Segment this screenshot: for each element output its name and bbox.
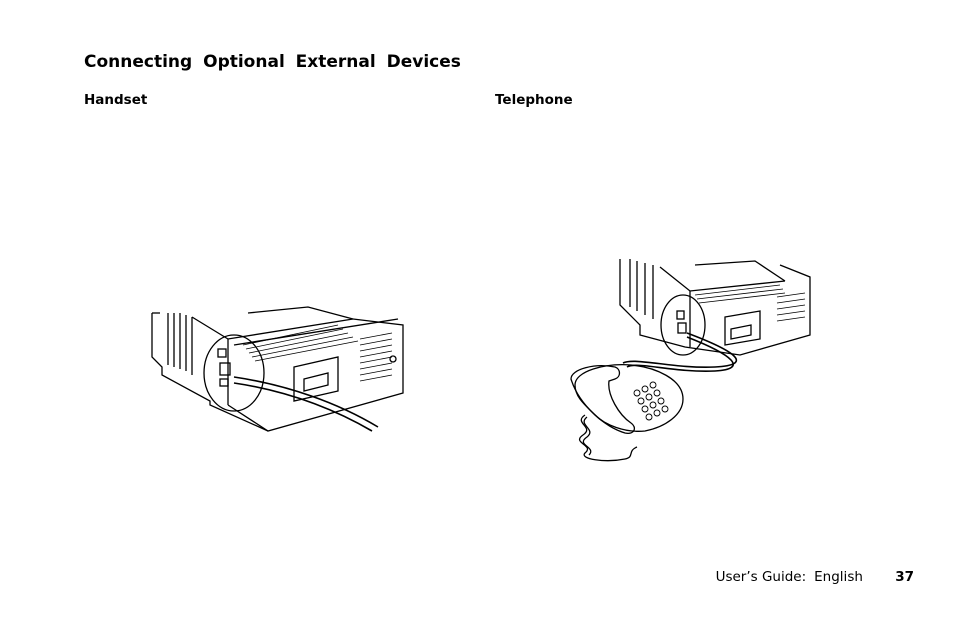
section-heading-telephone: Telephone xyxy=(495,92,573,108)
footer-language: English xyxy=(814,569,863,585)
telephone-illustration xyxy=(565,255,815,475)
page-title: Connecting Optional External Devices xyxy=(84,52,461,72)
handset-illustration xyxy=(148,305,413,435)
section-heading-handset: Handset xyxy=(84,92,148,108)
footer-guide-text: User’s Guide: English xyxy=(716,569,868,585)
fax-rear-telephone-icon xyxy=(570,259,811,462)
page-footer: User’s Guide: English 37 xyxy=(716,569,914,585)
fax-rear-handset-icon xyxy=(151,306,404,432)
footer-guide-label: User’s Guide: xyxy=(715,569,807,585)
page-number: 37 xyxy=(895,569,914,585)
